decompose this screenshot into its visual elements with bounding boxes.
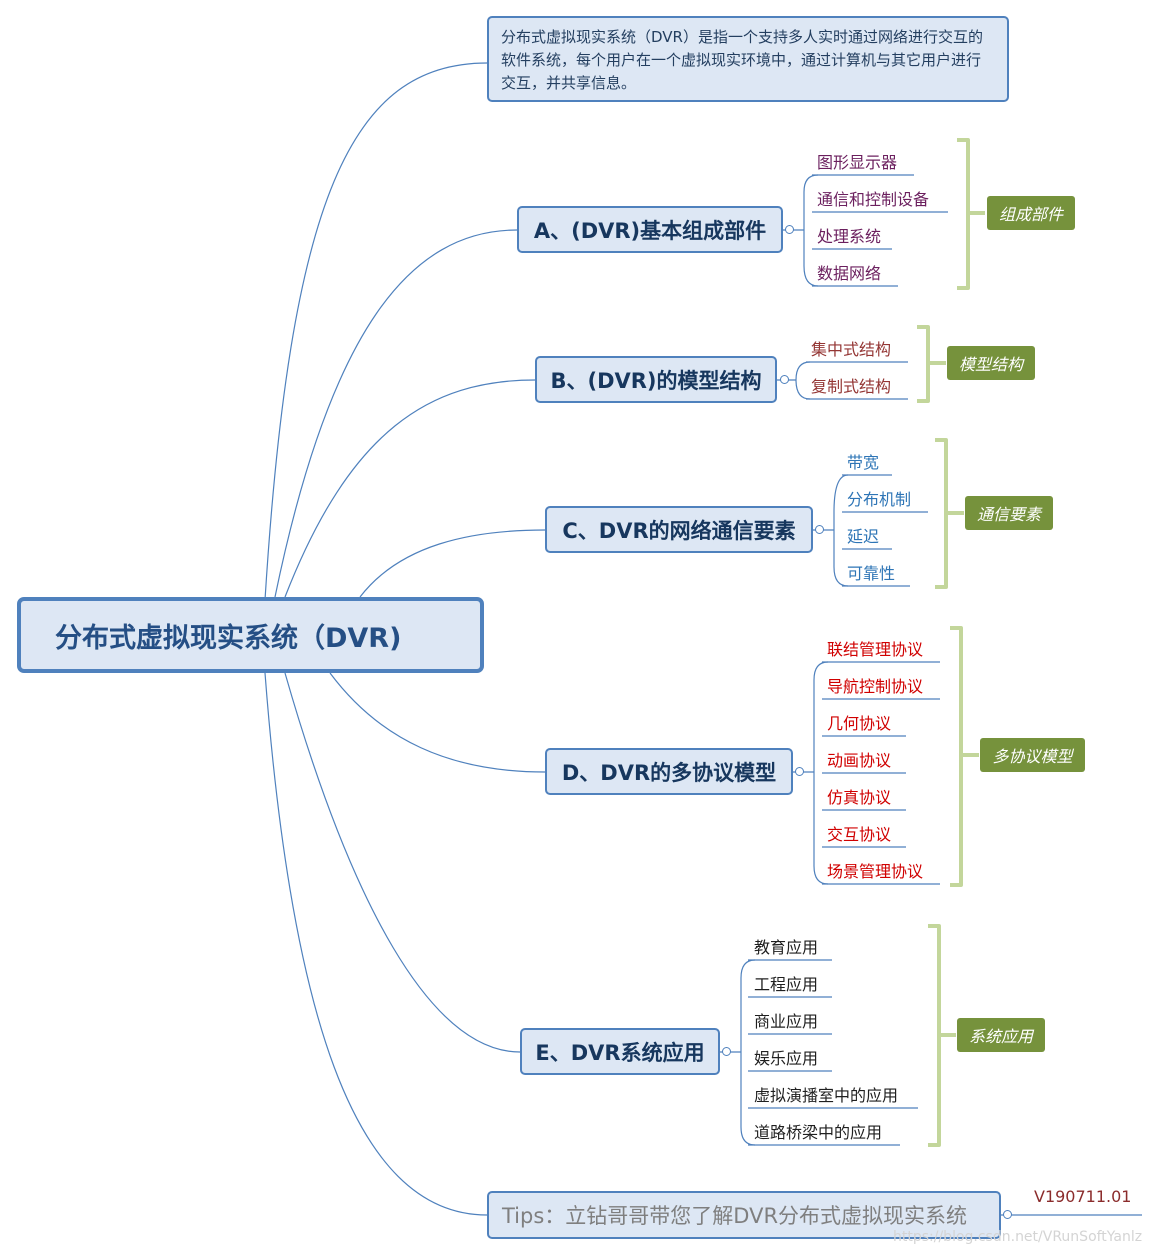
- branch-c-label: C、DVR的网络通信要素: [562, 518, 796, 543]
- summary-brackets: [917, 138, 985, 1147]
- description-topic[interactable]: 分布式虚拟现实系统（DVR）是指一个支持多人实时通过网络进行交互的软件系统，每个…: [487, 16, 1009, 102]
- leaf-b-2[interactable]: 复制式结构: [811, 377, 892, 396]
- leaf-e-5[interactable]: 虚拟演播室中的应用: [754, 1086, 899, 1105]
- connector-c-underlines: [842, 474, 928, 587]
- collapse-toggle-tips[interactable]: [1003, 1210, 1012, 1219]
- leaf-d-1[interactable]: 联结管理协议: [827, 640, 924, 659]
- leaf-c-2[interactable]: 分布机制: [847, 490, 912, 509]
- summary-tag-a-label: 组成部件: [998, 205, 1063, 224]
- collapse-toggle-d[interactable]: [795, 767, 804, 776]
- version-label[interactable]: V190711.01: [1034, 1187, 1132, 1206]
- central-topic[interactable]: 分布式虚拟现实系统（DVR): [17, 597, 484, 673]
- summary-tag-c[interactable]: 通信要素: [965, 496, 1053, 530]
- summary-tag-d-label: 多协议模型: [992, 747, 1073, 766]
- leaf-e-3[interactable]: 商业应用: [754, 1012, 819, 1031]
- leaf-d-6[interactable]: 交互协议: [827, 825, 892, 844]
- leaf-c-1[interactable]: 带宽: [847, 453, 880, 472]
- summary-tag-c-label: 通信要素: [976, 505, 1041, 524]
- connector-root-description: [264, 62, 488, 601]
- branch-b-topic[interactable]: B、(DVR)的模型结构: [535, 356, 777, 403]
- branch-a-label: A、(DVR)基本组成部件: [533, 218, 767, 243]
- connector-d-underlines: [822, 661, 940, 885]
- leaf-b-1[interactable]: 集中式结构: [811, 340, 892, 359]
- summary-tag-b-label: 模型结构: [958, 355, 1023, 374]
- summary-tag-a[interactable]: 组成部件: [987, 196, 1075, 230]
- connector-root-a: [274, 229, 518, 598]
- summary-tag-e[interactable]: 系统应用: [957, 1018, 1045, 1052]
- leaf-d-4[interactable]: 动画协议: [827, 751, 892, 770]
- collapse-toggle-b[interactable]: [780, 375, 789, 384]
- leaf-d-5[interactable]: 仿真协议: [827, 788, 892, 807]
- leaf-e-2[interactable]: 工程应用: [754, 975, 819, 994]
- summary-tag-d[interactable]: 多协议模型: [980, 738, 1085, 772]
- collapse-toggle-c[interactable]: [815, 525, 824, 534]
- connector-e-underlines: [748, 959, 918, 1146]
- leaf-a-4[interactable]: 数据网络: [817, 264, 882, 283]
- connector-root-e: [284, 672, 521, 1053]
- description-text: 分布式虚拟现实系统（DVR）是指一个支持多人实时通过网络进行交互的软件系统，每个…: [501, 28, 983, 92]
- leaf-c-3[interactable]: 延迟: [847, 527, 880, 546]
- connector-b-underlines: [806, 361, 908, 400]
- leaf-e-1[interactable]: 教育应用: [754, 938, 819, 957]
- branch-e-topic[interactable]: E、DVR系统应用: [520, 1028, 720, 1075]
- leaf-d-3[interactable]: 几何协议: [827, 714, 892, 733]
- branch-b-label: B、(DVR)的模型结构: [550, 368, 762, 393]
- central-topic-label: 分布式虚拟现实系统（DVR): [55, 622, 402, 654]
- leaf-d-7[interactable]: 场景管理协议: [827, 862, 924, 881]
- summary-tag-e-label: 系统应用: [968, 1027, 1033, 1046]
- connector-root-b: [284, 379, 536, 598]
- connector-a-underlines: [812, 174, 948, 287]
- branch-d-topic[interactable]: D、DVR的多协议模型: [545, 748, 793, 795]
- bracket-b: [917, 325, 946, 403]
- branch-d-label: D、DVR的多协议模型: [561, 760, 777, 785]
- collapse-toggle-a[interactable]: [785, 225, 794, 234]
- leaf-a-3[interactable]: 处理系统: [817, 227, 882, 246]
- leaf-e-6[interactable]: 道路桥梁中的应用: [754, 1123, 883, 1142]
- bracket-e: [928, 924, 956, 1147]
- watermark-url: https://blog.csdn.net/VRunSoftYanlz: [893, 1229, 1143, 1245]
- leaf-a-2[interactable]: 通信和控制设备: [817, 190, 930, 209]
- tips-label: Tips：立钻哥哥带您了解DVR分布式虚拟现实系统: [502, 1204, 968, 1228]
- leaf-d-2[interactable]: 导航控制协议: [827, 677, 924, 696]
- leaf-a-1[interactable]: 图形显示器: [817, 153, 898, 172]
- bracket-a: [957, 138, 985, 290]
- leaf-c-4[interactable]: 可靠性: [847, 564, 896, 583]
- summary-tag-b[interactable]: 模型结构: [947, 346, 1035, 380]
- branch-c-topic[interactable]: C、DVR的网络通信要素: [545, 506, 813, 553]
- collapse-toggle-e[interactable]: [722, 1047, 731, 1056]
- root-connectors: [264, 62, 546, 1216]
- bracket-d: [950, 626, 979, 887]
- connector-root-c: [359, 529, 546, 598]
- connector-root-d: [329, 672, 546, 773]
- branch-e-label: E、DVR系统应用: [535, 1040, 705, 1065]
- bracket-c: [935, 438, 964, 589]
- tips-topic[interactable]: Tips：立钻哥哥带您了解DVR分布式虚拟现实系统: [487, 1191, 1001, 1239]
- leaf-e-4[interactable]: 娱乐应用: [754, 1049, 819, 1068]
- branch-a-topic[interactable]: A、(DVR)基本组成部件: [517, 206, 783, 253]
- connector-root-tips: [264, 672, 488, 1216]
